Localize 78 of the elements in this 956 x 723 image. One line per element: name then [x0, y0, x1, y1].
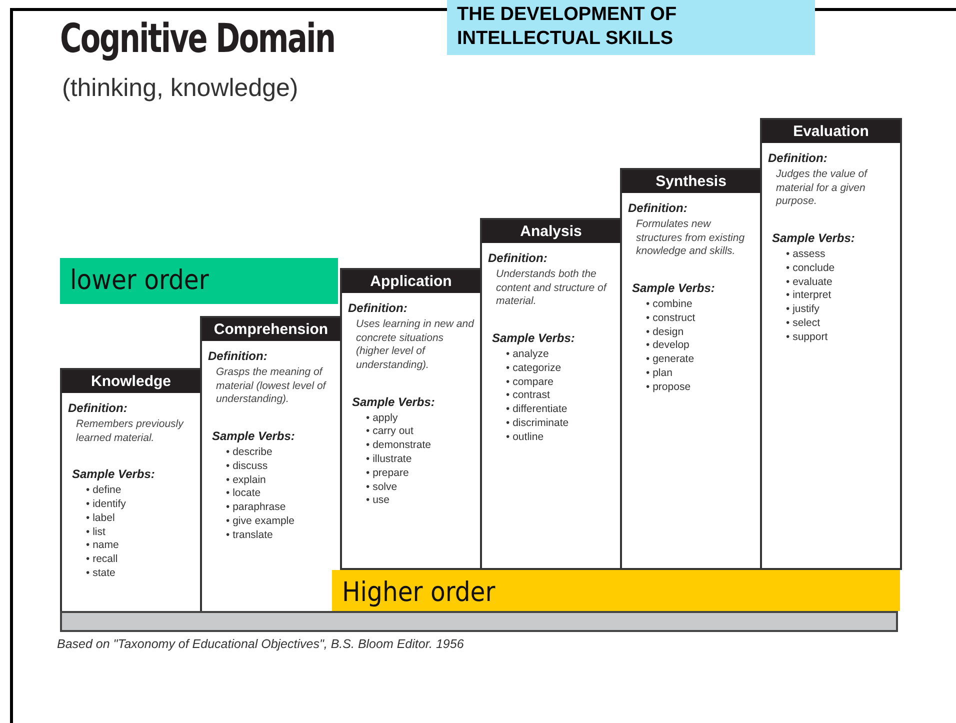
verb-item: • give example	[226, 514, 294, 529]
column-heading: Synthesis	[622, 170, 760, 193]
verb-item: • explain	[226, 474, 266, 488]
verb-item: • support	[786, 330, 828, 344]
verb-item: • differentiate	[506, 403, 568, 417]
verb-item: • design	[646, 326, 684, 340]
definition-text: Uses learning in new and concrete situations (higher level of understanding).	[356, 318, 476, 373]
sample-verbs-label: Sample Verbs:	[492, 330, 575, 345]
step-card	[760, 118, 902, 570]
subtitle: (thinking, knowledge)	[62, 74, 298, 103]
definition-label: Definition:	[348, 301, 408, 315]
verb-item: • solve	[366, 480, 398, 494]
verb-item: • illustrate	[366, 452, 412, 467]
verb-item: • select	[786, 316, 820, 331]
verb-item: • develop	[646, 339, 690, 354]
verb-item: • plan	[646, 366, 672, 381]
caption: Based on "Taxonomy of Educational Objectives", B.S. Bloom Editor. 1956	[57, 637, 464, 651]
verb-item: • name	[86, 539, 119, 554]
verb-item: • generate	[646, 353, 694, 367]
definition-label: Definition:	[208, 349, 268, 363]
base-bar	[60, 611, 898, 632]
definition-text: Grasps the meaning of material (lowest level of understanding).	[216, 366, 328, 407]
definition-text: Understands both the content and structure of material.	[496, 268, 608, 309]
column-heading: Evaluation	[762, 120, 900, 143]
sample-verbs-label: Sample Verbs:	[632, 280, 715, 295]
verb-item: • apply	[366, 412, 398, 426]
verb-item: • compare	[506, 376, 554, 390]
verb-item: • justify	[786, 303, 820, 317]
verb-item: • describe	[226, 446, 272, 460]
verb-item: • translate	[226, 528, 273, 542]
step-card	[480, 218, 622, 570]
verb-item: • paraphrase	[226, 501, 286, 515]
sample-verbs-label: Sample Verbs:	[72, 467, 155, 482]
verb-item: • propose	[646, 380, 691, 394]
banner: Higher order	[332, 570, 900, 611]
definition-text: Formulates new structures from existing knowledge and skills.	[636, 218, 746, 259]
verb-item: • carry out	[366, 425, 414, 440]
verb-item: • contrast	[506, 389, 550, 404]
definition-text: Judges the value of material for a given purpose.	[776, 168, 869, 209]
verb-item: • locate	[226, 487, 261, 502]
verb-item: • categorize	[506, 362, 562, 376]
verb-item: • discriminate	[506, 416, 569, 431]
step-card	[340, 268, 482, 570]
sample-verbs-label: Sample Verbs:	[772, 230, 855, 245]
banner: lower order	[60, 258, 338, 304]
verb-item: • label	[86, 512, 115, 526]
banner: THE DEVELOPMENT OF INTELLECTUAL SKILLS	[447, 0, 815, 55]
step-card	[60, 368, 202, 614]
verb-item: • analyze	[506, 348, 549, 362]
verb-item: • list	[86, 526, 106, 540]
verb-item: • identify	[86, 498, 126, 512]
verb-item: • use	[366, 494, 390, 508]
verb-item: • outline	[506, 430, 544, 444]
column-heading: Knowledge	[62, 370, 200, 393]
verb-item: • demonstrate	[366, 439, 431, 453]
verb-item: • define	[86, 484, 122, 498]
verb-item: • discuss	[226, 460, 268, 474]
step-card	[620, 168, 762, 570]
verb-item: • conclude	[786, 262, 835, 276]
definition-label: Definition:	[68, 401, 128, 415]
column-heading: Analysis	[482, 220, 620, 243]
definition-label: Definition:	[768, 151, 828, 165]
verb-item: • interpret	[786, 289, 832, 304]
column-heading: Application	[342, 270, 480, 293]
definition-label: Definition:	[488, 251, 548, 265]
verb-item: • evaluate	[786, 276, 832, 290]
title: Cognitive Domain	[60, 16, 335, 62]
verb-item: • recall	[86, 553, 118, 568]
definition-text: Remembers previously learned material.	[76, 418, 185, 446]
sample-verbs-label: Sample Verbs:	[352, 394, 435, 409]
definition-label: Definition:	[628, 201, 688, 215]
verb-item: • assess	[786, 248, 826, 262]
sample-verbs-label: Sample Verbs:	[212, 428, 295, 443]
verb-item: • prepare	[366, 466, 409, 481]
column-heading: Comprehension	[202, 318, 340, 341]
verb-item: • state	[86, 567, 116, 581]
verb-item: • construct	[646, 312, 696, 326]
verb-item: • combine	[646, 298, 692, 312]
